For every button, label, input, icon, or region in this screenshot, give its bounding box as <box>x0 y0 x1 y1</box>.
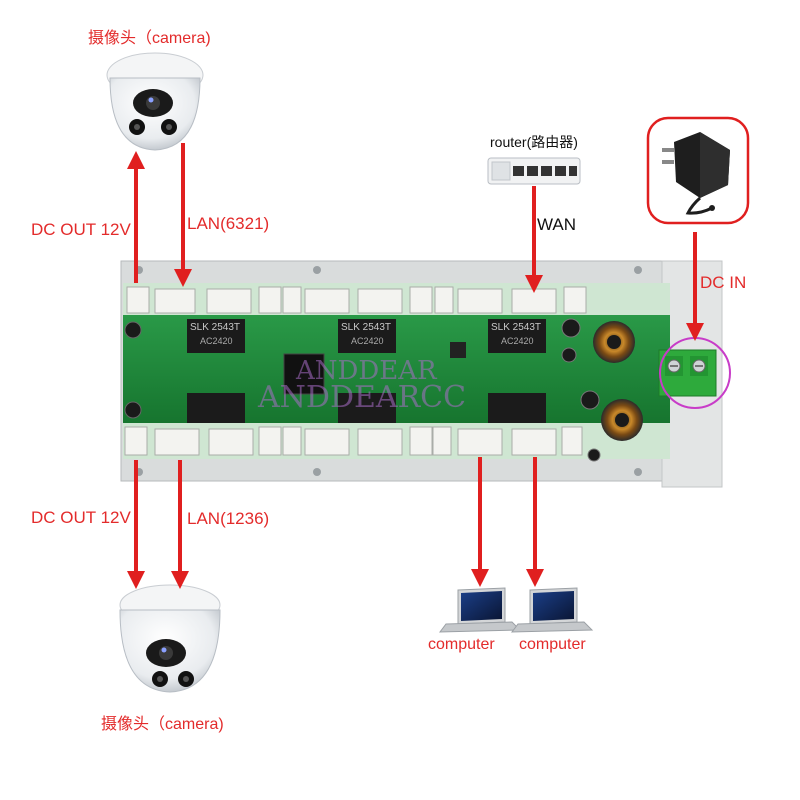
dc-out-top-label: DC OUT 12V <box>31 220 131 239</box>
power-adapter <box>646 116 750 225</box>
camera-bottom-label: 摄像头（camera) <box>101 716 224 733</box>
watermark-line-2: ANDDEARCC <box>258 380 467 415</box>
computer-1-label: computer <box>428 636 495 653</box>
computer-2-label: computer <box>519 636 586 653</box>
lan-bottom-label: LAN(1236) <box>187 509 270 528</box>
wan-label: WAN <box>537 215 577 234</box>
router-device <box>487 157 581 185</box>
watermark-line-1: ANDDEAR <box>296 356 437 386</box>
chip-submarking-3: AC2420 <box>501 336 534 346</box>
laptop-2 <box>510 587 594 633</box>
chip-marking-3: SLK 2543T <box>491 322 542 333</box>
switch-board <box>120 260 731 488</box>
camera-top <box>106 52 204 151</box>
camera-bottom <box>119 584 221 693</box>
router-label: router(路由器) <box>490 134 578 150</box>
chip-marking-1: SLK 2543T <box>190 322 241 333</box>
dc-out-bottom-label: DC OUT 12V <box>31 508 131 527</box>
laptop-1 <box>438 587 522 633</box>
lan-top-label: LAN(6321) <box>187 214 270 233</box>
camera-top-label: 摄像头（camera) <box>88 30 211 47</box>
chip-marking-2: SLK 2543T <box>341 322 392 333</box>
chip-submarking-1: AC2420 <box>200 336 233 346</box>
chip-submarking-2: AC2420 <box>351 336 384 346</box>
dc-in-label: DC IN <box>700 273 747 292</box>
